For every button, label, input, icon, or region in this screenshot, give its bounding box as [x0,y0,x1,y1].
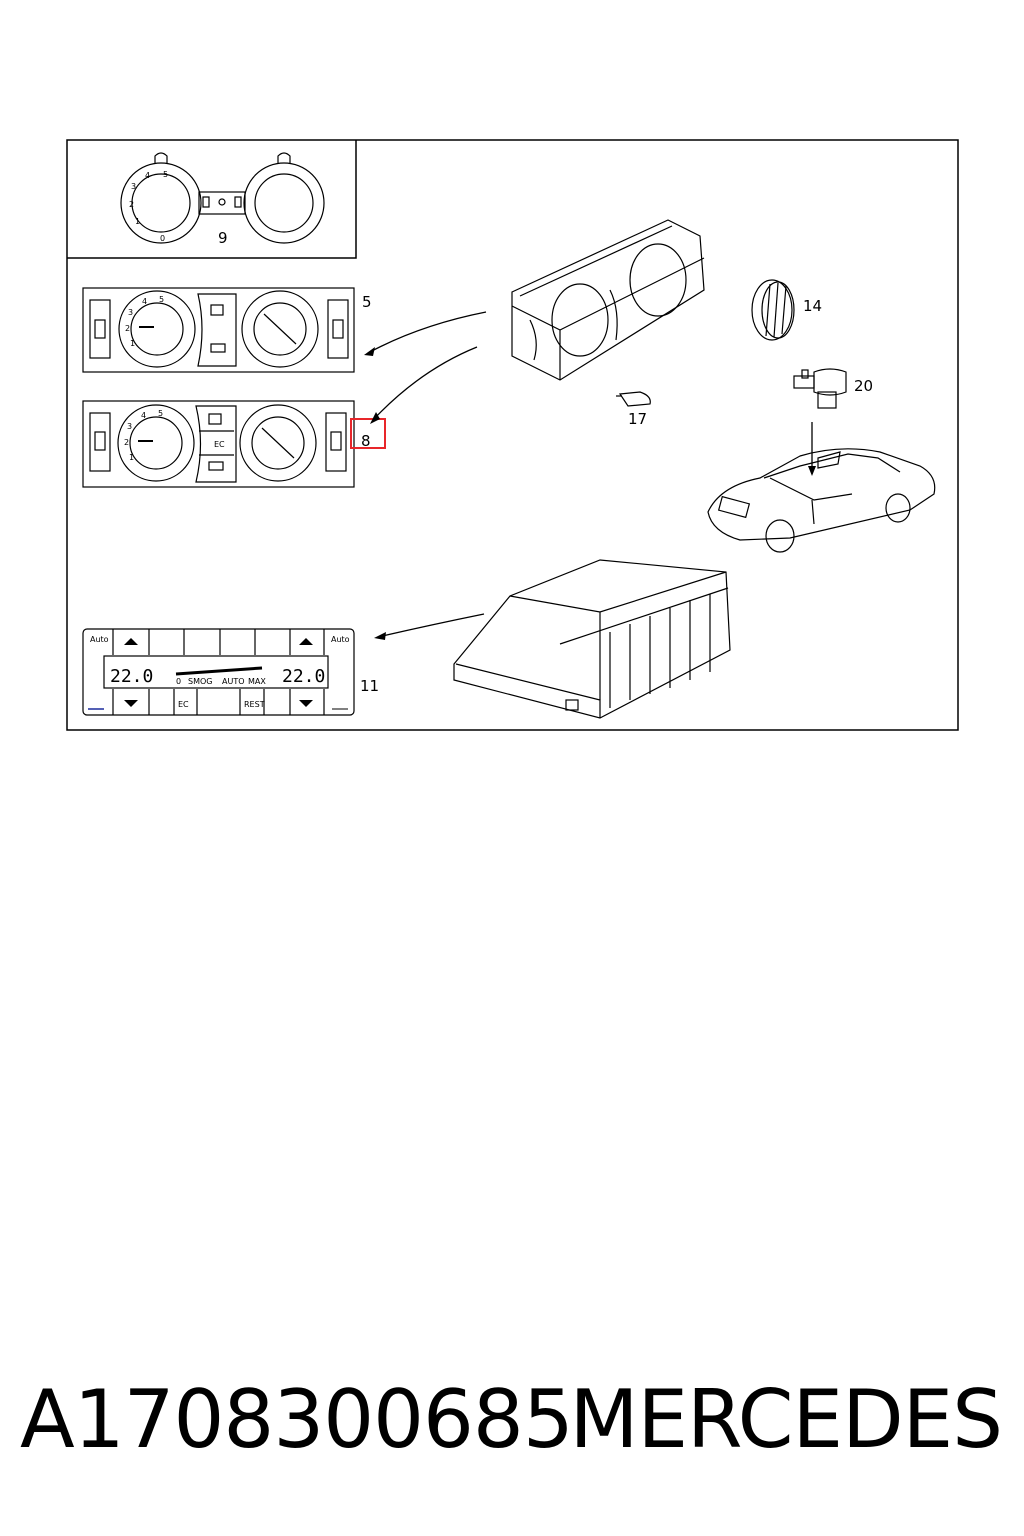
panel-11-arrows [124,638,313,707]
scale-zero-label: 0 [176,677,181,686]
callout-8: 8 [361,432,371,450]
svg-text:1: 1 [129,453,134,462]
temp-left-display: 22.0 [110,666,153,687]
part-9-bezel [120,152,325,244]
brand-name: MERCEDES [569,1373,1003,1466]
callout-9: 9 [218,229,228,247]
ec-small-label: EC [178,700,189,709]
car-illustration [707,448,936,553]
svg-text:3: 3 [128,308,133,317]
svg-text:1: 1 [130,339,135,348]
part-number: A1708300685 [20,1373,574,1466]
callout-20: 20 [854,377,873,395]
svg-text:2: 2 [125,324,130,333]
part-8-panel [82,400,355,488]
callout-5: 5 [362,293,372,311]
rest-label: REST [244,700,265,709]
auto-small-label: AUTO [222,677,245,686]
part-17-bulb [616,391,651,407]
leader-arrows [367,311,813,638]
parts-diagram: 2 3 4 5 1 0 9 2 3 4 5 1 5 [66,139,959,731]
ec-label: EC [214,440,225,449]
part-5-panel [82,287,355,373]
climate-unit-11 [453,559,731,719]
part-11-panel [82,628,355,716]
auto-right-label: Auto [331,635,350,644]
svg-text:2: 2 [124,438,129,447]
part-20-sensor [793,368,847,409]
inset-box-9 [67,140,357,259]
temp-right-display: 22.0 [282,666,325,687]
svg-text:1: 1 [135,217,140,226]
callout-14: 14 [803,297,822,315]
svg-text:3: 3 [131,182,136,191]
part-14-knob [751,279,795,341]
svg-text:5: 5 [159,295,164,304]
svg-text:4: 4 [145,171,150,180]
svg-text:4: 4 [141,411,146,420]
arrow-heads [364,347,816,640]
svg-text:5: 5 [163,170,168,179]
svg-text:5: 5 [158,409,163,418]
svg-text:3: 3 [127,422,132,431]
max-label: MAX [248,677,266,686]
auto-left-label: Auto [90,635,109,644]
diagram-frame [66,139,959,731]
svg-text:2: 2 [129,200,134,209]
svg-text:4: 4 [142,297,147,306]
svg-text:0: 0 [160,234,165,243]
smog-label: SMOG [188,677,212,686]
callout-11: 11 [360,677,379,695]
control-unit-housing [511,219,705,381]
callout-8-highlight [350,418,386,449]
footer: A1708300685 MERCEDES [0,1370,1024,1470]
callout-17: 17 [628,410,647,428]
